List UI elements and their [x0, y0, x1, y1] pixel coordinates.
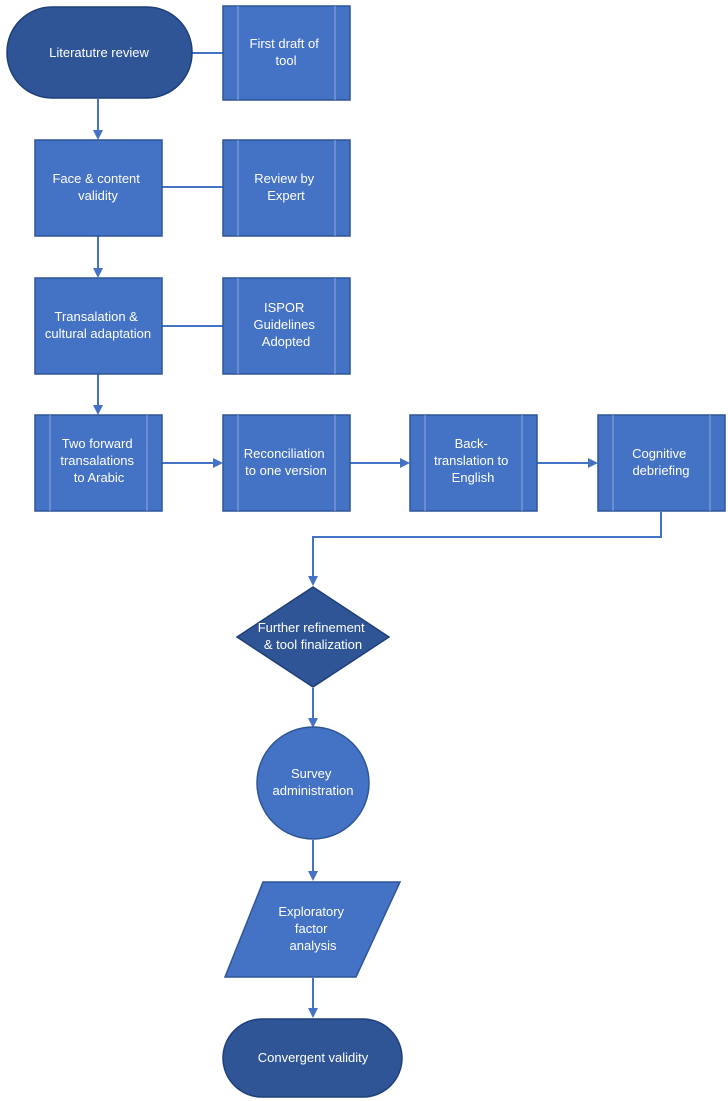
node-review-expert-line-1: Review by	[254, 171, 314, 186]
node-forward-line-1: Two forward	[62, 436, 133, 451]
svg-text:Convergent validity: Convergent validity	[258, 1050, 369, 1065]
node-face-content-line-2: validity	[78, 188, 118, 203]
node-forward: Two forward transalations to Arabic	[34, 414, 163, 512]
svg-text:Literatutre review: Literatutre review	[49, 45, 149, 60]
node-efa: Exploratory factor analysis	[223, 881, 402, 978]
node-efa-line-1: Exploratory	[278, 904, 344, 919]
node-survey-line-2: administration	[273, 783, 354, 798]
node-back-translation: Back- translation to English	[409, 414, 538, 512]
node-convergent-line-1: Convergent validity	[258, 1050, 369, 1065]
node-first-draft-line-2: tool	[276, 53, 297, 68]
node-back-translation-line-2: translation to	[434, 453, 508, 468]
node-cognitive: Cognitive debriefing	[597, 414, 726, 512]
svg-text:Face & content validity: Face & content validity	[52, 171, 143, 203]
svg-text:Transalation & cultural: Transalation & cultural adaptation	[45, 309, 151, 341]
node-translation-line-1: Transalation &	[55, 309, 139, 324]
node-convergent: Convergent validity	[222, 1018, 403, 1098]
node-reconciliation-line-1: Reconciliation	[244, 446, 325, 461]
node-first-draft-line-1: First draft of	[250, 36, 320, 51]
node-cognitive-line-2: debriefing	[632, 463, 689, 478]
node-forward-line-3: to Arabic	[74, 470, 125, 485]
connectors	[93, 52, 662, 1018]
node-lit-review: Literatutre review	[6, 6, 193, 99]
node-forward-line-2: transalations	[60, 453, 134, 468]
node-ispor-line-3: Adopted	[262, 334, 310, 349]
node-face-content: Face & content validity	[34, 139, 163, 237]
svg-text:Exploratory factor: Exploratory factor analysis	[278, 904, 347, 953]
svg-text:Two forward transalation: Two forward transalations to Arabic	[60, 436, 137, 485]
node-ispor: ISPOR Guidelines Adopted	[222, 277, 351, 375]
node-reconciliation-line-2: to one version	[245, 463, 327, 478]
node-efa-line-2: factor	[295, 921, 328, 936]
svg-text:Survey administration: Survey administration	[273, 766, 354, 798]
node-ispor-line-2: Guidelines	[253, 317, 315, 332]
node-lit-review-line-1: Literatutre review	[49, 45, 149, 60]
node-first-draft: First draft of tool	[222, 5, 351, 101]
node-refinement: Further refinement & tool finalization	[235, 586, 391, 688]
svg-text:Back- translation to: Back- translation to English	[434, 436, 512, 485]
edge-cognitive-refinement	[308, 512, 662, 586]
node-translation-line-2: cultural adaptation	[45, 326, 151, 341]
node-back-translation-line-3: English	[452, 470, 495, 485]
svg-text:ISPOR Guidelines A: ISPOR Guidelines Adopted	[253, 300, 318, 349]
node-refinement-line-1: Further refinement	[258, 620, 365, 635]
node-review-expert-line-2: Expert	[267, 188, 305, 203]
node-reconciliation: Reconciliation to one version	[222, 414, 351, 512]
svg-text:Reconciliation to one ve: Reconciliation to one version	[244, 446, 329, 478]
node-cognitive-line-1: Cognitive	[632, 446, 686, 461]
svg-text:Further refinement & too: Further refinement & tool finalization	[258, 620, 369, 652]
svg-text:Review by Expert: Review by Expert	[254, 171, 318, 203]
node-efa-line-3: analysis	[290, 938, 337, 953]
node-survey: Survey administration	[256, 726, 370, 840]
node-ispor-line-1: ISPOR	[264, 300, 304, 315]
node-survey-line-1: Survey	[291, 766, 332, 781]
node-refinement-line-2: & tool finalization	[264, 637, 362, 652]
node-face-content-line-1: Face & content	[52, 171, 140, 186]
svg-text:Cognitive debriefing: Cognitive debriefing	[632, 446, 690, 478]
svg-text:First draft of tool: First draft of tool	[250, 36, 323, 68]
node-translation: Transalation & cultural adaptation	[34, 277, 163, 375]
node-review-expert: Review by Expert	[222, 139, 351, 237]
node-back-translation-line-1: Back-	[455, 436, 488, 451]
